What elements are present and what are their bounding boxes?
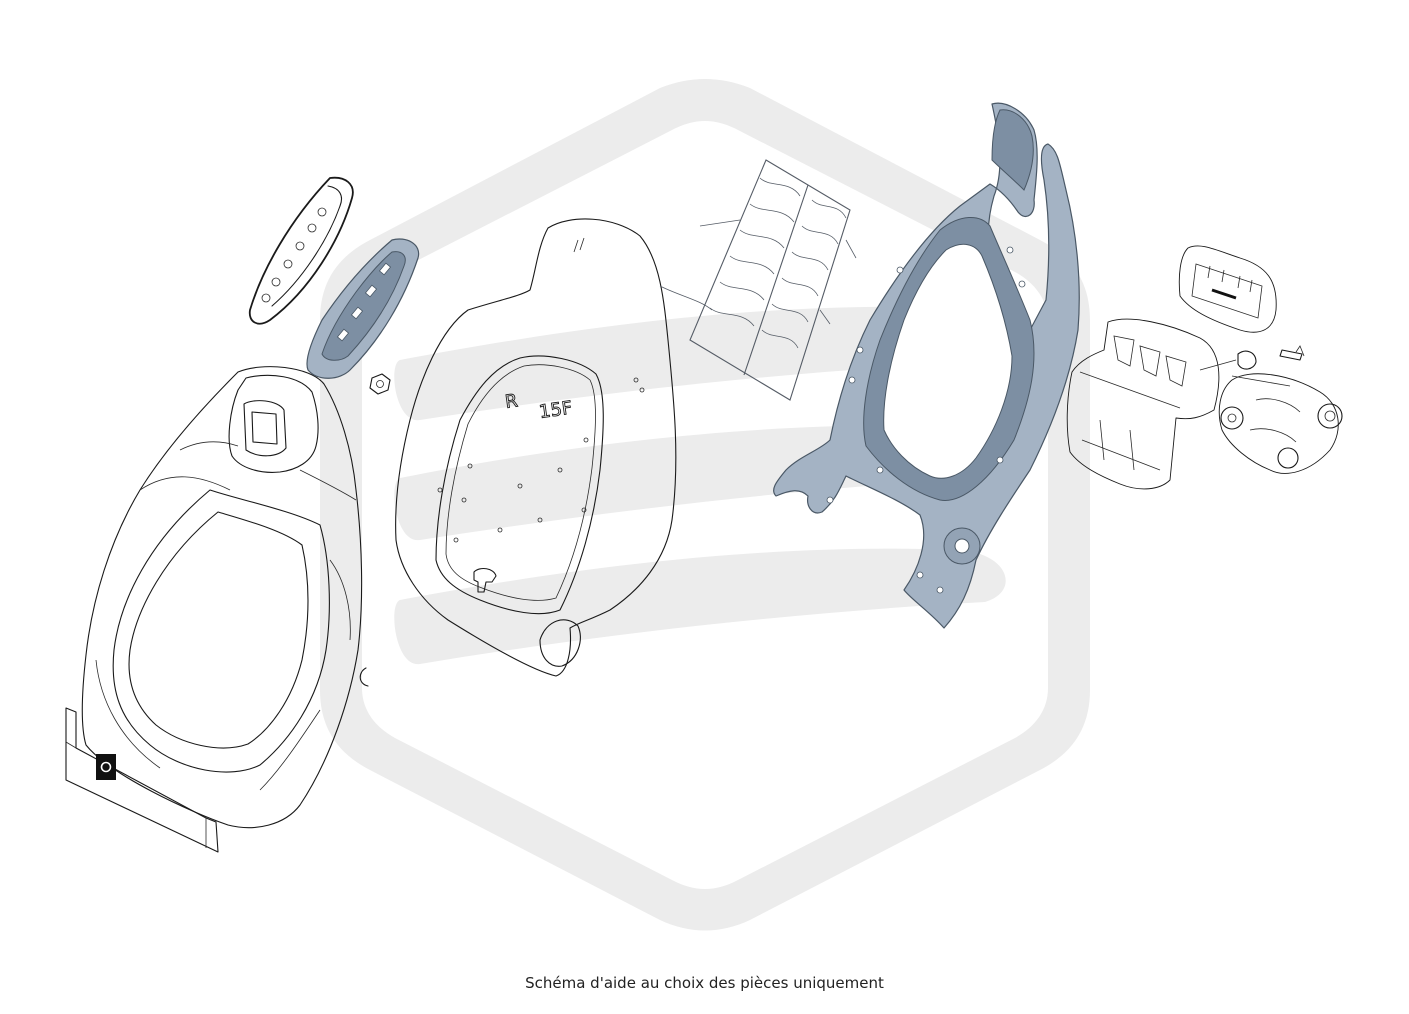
- adjuster-mechanism: [1066, 318, 1220, 490]
- headrest-guide-highlighted: [306, 238, 420, 379]
- clip-small: [359, 667, 369, 687]
- seat-back-panel: R 15F: [395, 218, 677, 677]
- diagram-caption: Schéma d'aide au choix des pièces unique…: [525, 974, 884, 992]
- seat-back-cover: [65, 366, 363, 853]
- headrest-guide-left: [248, 176, 354, 325]
- seat-back-frame: [773, 102, 1080, 629]
- brand-logo-badge: [96, 754, 116, 780]
- seat-spring-mat: [659, 159, 857, 401]
- motor-unit: [1199, 345, 1343, 474]
- nut-fastener: [369, 373, 391, 395]
- seat-parts-exploded-diagram: R 15F: [65, 79, 1343, 931]
- code-mark-label: 15F: [538, 398, 574, 423]
- control-housing-top: [1178, 245, 1277, 333]
- side-mark-label: R: [504, 390, 519, 413]
